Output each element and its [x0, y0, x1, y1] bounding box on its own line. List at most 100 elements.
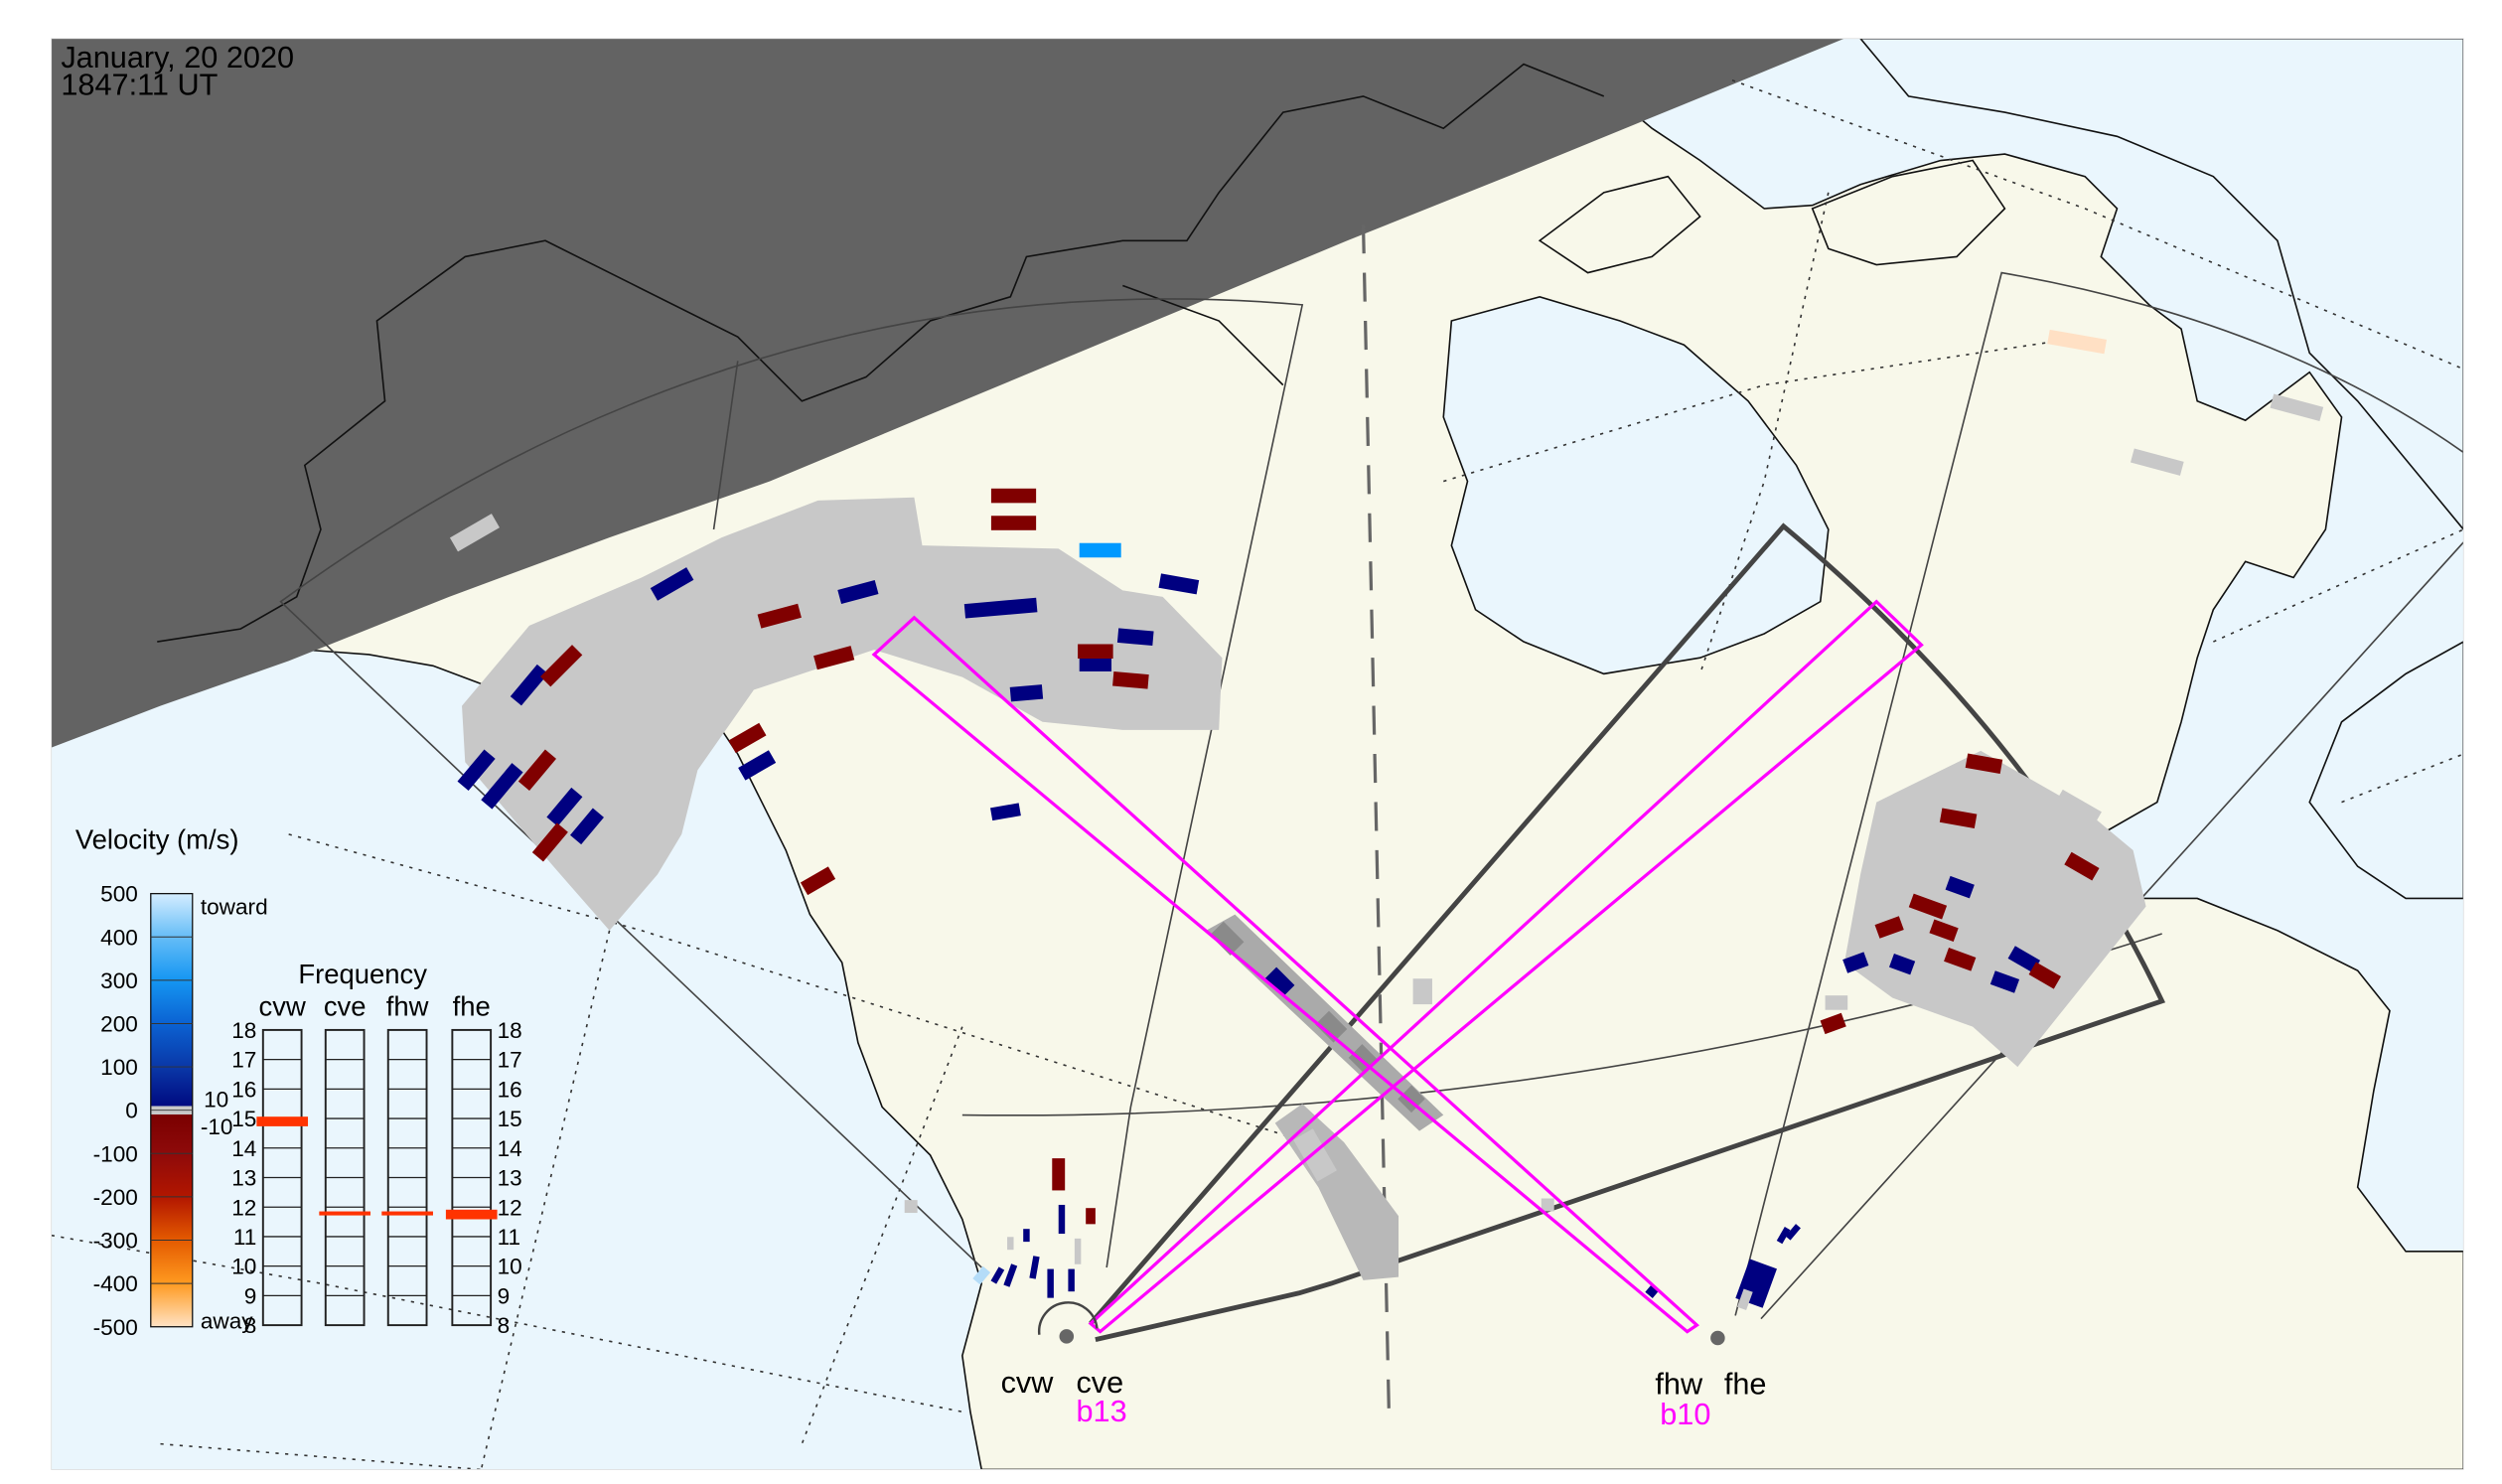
scatter-cell — [1293, 1128, 1337, 1182]
time-label: 1847:11 UT — [61, 67, 218, 101]
scatter-cell — [1007, 1237, 1014, 1251]
scatter-cell — [449, 514, 500, 552]
scatter-cell — [2130, 448, 2184, 476]
scatter-cell — [1944, 948, 1977, 971]
arctic-island — [1538, 175, 1701, 274]
scatter-cell — [1785, 1224, 1801, 1241]
scatter-cell — [1929, 919, 1959, 943]
scatter-cells — [449, 329, 2324, 1311]
scatter-cell — [990, 803, 1021, 821]
scatter-cell — [1029, 1256, 1040, 1279]
colorbar-tick-label: -200 — [93, 1185, 138, 1210]
scatter-cell — [2007, 946, 2041, 973]
scatter-cell — [1820, 1012, 1846, 1035]
frequency-marker-cvw — [256, 1116, 309, 1126]
scatter-cell — [800, 866, 836, 896]
scatter-cell — [510, 664, 548, 706]
scatter-cell — [1874, 916, 1904, 939]
scatter-cell — [990, 1266, 1005, 1284]
frequency-tick-right: 18 — [498, 1018, 522, 1043]
frequency-tick-right: 8 — [498, 1313, 511, 1338]
atlantic-ocean — [2308, 641, 2464, 900]
scatter-cell — [1908, 893, 1948, 920]
site-label-fhw: fhw — [1655, 1367, 1703, 1402]
scatter-cell — [1112, 671, 1149, 689]
scatter-cell — [531, 822, 568, 862]
scatter-cell — [1023, 1229, 1030, 1243]
cvw-fov — [279, 298, 1304, 1268]
frequency-tick-right: 15 — [498, 1107, 522, 1131]
frequency-tick-right: 12 — [498, 1195, 522, 1220]
scatter-cell — [2028, 962, 2062, 989]
scatter-region-east — [1843, 750, 2146, 1068]
scatter-cell — [1079, 657, 1112, 671]
frequency-radar-label: fhe — [453, 990, 491, 1021]
toward-label: toward — [201, 895, 268, 920]
scatter-cell — [1264, 966, 1295, 997]
scatter-cell — [1939, 808, 1978, 828]
colorbar-tick-label: -100 — [93, 1141, 138, 1166]
scatter-cell — [1541, 1198, 1554, 1212]
scatter-cell — [963, 597, 1038, 619]
scatter-cell — [1989, 970, 2020, 993]
frequency-marker-cve — [319, 1211, 371, 1216]
scatter-cell — [990, 488, 1037, 504]
ground-scatter-upper-label: 10 — [204, 1087, 228, 1112]
scatter-cell — [990, 516, 1037, 530]
frequency-tick-right: 9 — [498, 1283, 511, 1308]
scatter-cell — [2047, 329, 2107, 355]
night-terminator — [51, 38, 1844, 748]
scatter-cell — [1058, 1204, 1066, 1235]
scatter-cell — [2064, 851, 2100, 881]
frequency-title: Frequency — [298, 959, 427, 989]
frequency-tick-left: 14 — [231, 1136, 256, 1161]
site-range-circle — [1037, 1301, 1099, 1335]
frequency-tick-right: 14 — [498, 1136, 522, 1161]
scatter-cell — [972, 1265, 991, 1285]
colorbar-tick-label: 200 — [100, 1012, 138, 1037]
baffin-bay — [1859, 38, 2464, 531]
frequency-tick-left: 13 — [231, 1166, 256, 1191]
scatter-cell — [1158, 573, 1200, 595]
scatter-cell — [481, 763, 523, 810]
scatter-cell — [540, 645, 583, 687]
frequency-radar-label: cve — [324, 990, 367, 1021]
colorbar-title: Velocity (m/s) — [75, 823, 239, 854]
fhw-beam-b10 — [871, 615, 1700, 1334]
frequency-tick-right: 11 — [498, 1225, 520, 1250]
scatter-cell — [517, 749, 556, 792]
ground-scatter-lower-label: -10 — [201, 1114, 233, 1139]
scatter-cell — [1074, 1238, 1082, 1264]
scatter-cell — [1945, 875, 1975, 899]
scatter-cell — [1210, 921, 1245, 956]
scatter-cell — [457, 749, 496, 792]
scatter-cell — [1079, 542, 1121, 558]
site-label-cvw: cvw — [1001, 1365, 1055, 1400]
frequency-tick-left: 17 — [231, 1048, 256, 1073]
scatter-cell — [1736, 1288, 1753, 1311]
scatter-cell — [1965, 753, 2003, 775]
frequency-tick-left: 12 — [231, 1195, 256, 1220]
scatter-cell — [837, 579, 879, 605]
scatter-cell — [757, 603, 802, 629]
scatter-cell — [1888, 953, 1916, 975]
colorbar-tick-label: 400 — [100, 925, 138, 950]
scatter-cell — [1068, 1268, 1075, 1292]
night-coastline — [157, 63, 1605, 643]
cve-beam-b13 — [1088, 599, 1924, 1334]
scatter-cell — [1315, 1010, 1348, 1043]
scatter-cell — [1078, 644, 1113, 660]
site-label-fhe: fhe — [1724, 1367, 1767, 1402]
cve-fov — [1089, 522, 2166, 1342]
beam-label-b10: b10 — [1660, 1397, 1710, 1431]
scatter-cell — [2055, 789, 2102, 825]
scatter-cell — [738, 750, 777, 781]
frequency-tick-left: 18 — [231, 1018, 256, 1043]
scatter-cell — [570, 808, 604, 845]
scatter-cell — [728, 722, 767, 754]
scatter-cell — [1086, 1208, 1096, 1225]
date-label: January, 20 2020 — [61, 40, 294, 74]
scatter-cell — [650, 567, 694, 601]
